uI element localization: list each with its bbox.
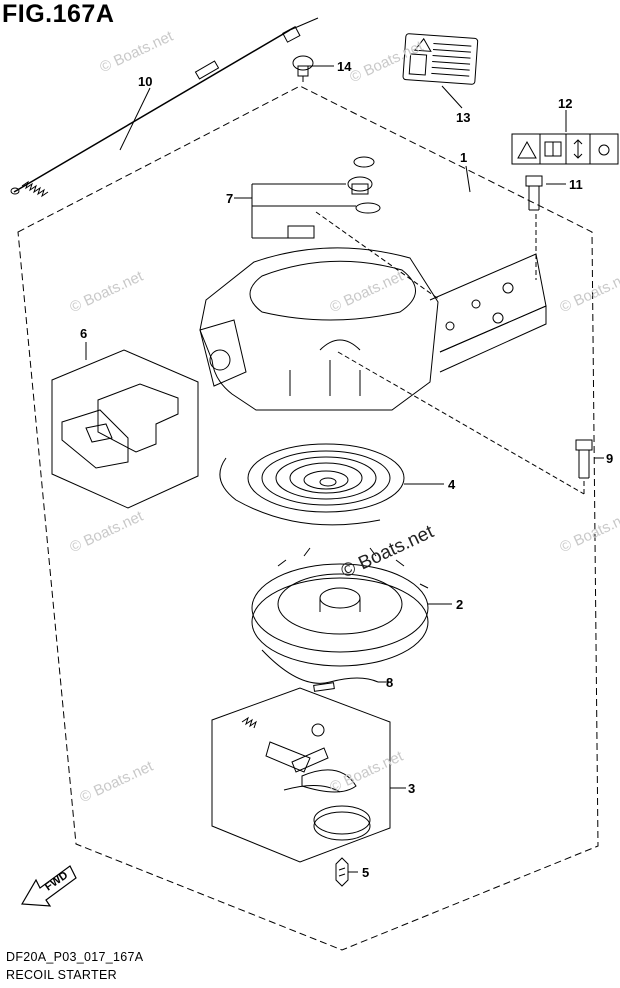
recoil-spring bbox=[219, 443, 405, 526]
fwd-arrow-icon bbox=[20, 865, 77, 907]
starter-rope bbox=[261, 649, 379, 692]
caution-label bbox=[511, 133, 619, 165]
callout-12: 12 bbox=[558, 96, 572, 111]
assembly-outline bbox=[17, 85, 599, 951]
diagram-code: DF20A_P03_017_167A bbox=[6, 950, 144, 964]
watermark-main: © Boats.net bbox=[338, 521, 438, 582]
starter-reel bbox=[251, 547, 429, 667]
callout-7: 7 bbox=[226, 191, 233, 206]
callout-14: 14 bbox=[337, 59, 352, 74]
watermark: © Boats.net bbox=[97, 27, 176, 76]
watermark: © Boats.net bbox=[347, 37, 426, 86]
watermark: © Boats.net bbox=[67, 267, 146, 316]
figure-title: FIG.167A bbox=[2, 0, 115, 28]
ratchet-parts bbox=[241, 716, 371, 841]
watermark: © Boats.net bbox=[77, 757, 156, 806]
diagram-caption: RECOIL STARTER bbox=[6, 968, 117, 982]
warning-label bbox=[402, 33, 479, 85]
starter-cable bbox=[10, 17, 319, 198]
starter-handle bbox=[61, 383, 179, 469]
callout-10: 10 bbox=[138, 74, 152, 89]
bolt-9 bbox=[575, 439, 593, 479]
callout-1: 1 bbox=[460, 150, 467, 165]
watermark: © Boats.net bbox=[67, 507, 146, 556]
watermark: © Boats.net bbox=[557, 267, 620, 316]
callout-8: 8 bbox=[386, 675, 393, 690]
callout-2: 2 bbox=[456, 597, 463, 612]
callout-6: 6 bbox=[80, 326, 87, 341]
bolt-11 bbox=[525, 175, 543, 211]
bolt-5 bbox=[335, 857, 349, 887]
kit-3-outline bbox=[211, 687, 391, 863]
callout-3: 3 bbox=[408, 781, 415, 796]
starter-case bbox=[199, 247, 547, 411]
washer-set bbox=[287, 156, 381, 239]
callout-11: 11 bbox=[569, 177, 583, 192]
watermark: © Boats.net bbox=[327, 267, 406, 316]
callout-13: 13 bbox=[456, 110, 470, 125]
leader-lines bbox=[85, 65, 604, 873]
callout-5: 5 bbox=[362, 865, 369, 880]
watermark: © Boats.net bbox=[557, 507, 620, 556]
kit-6-outline bbox=[51, 349, 199, 509]
clip-part bbox=[292, 55, 314, 82]
callout-9: 9 bbox=[606, 451, 613, 466]
callout-4: 4 bbox=[448, 477, 456, 492]
